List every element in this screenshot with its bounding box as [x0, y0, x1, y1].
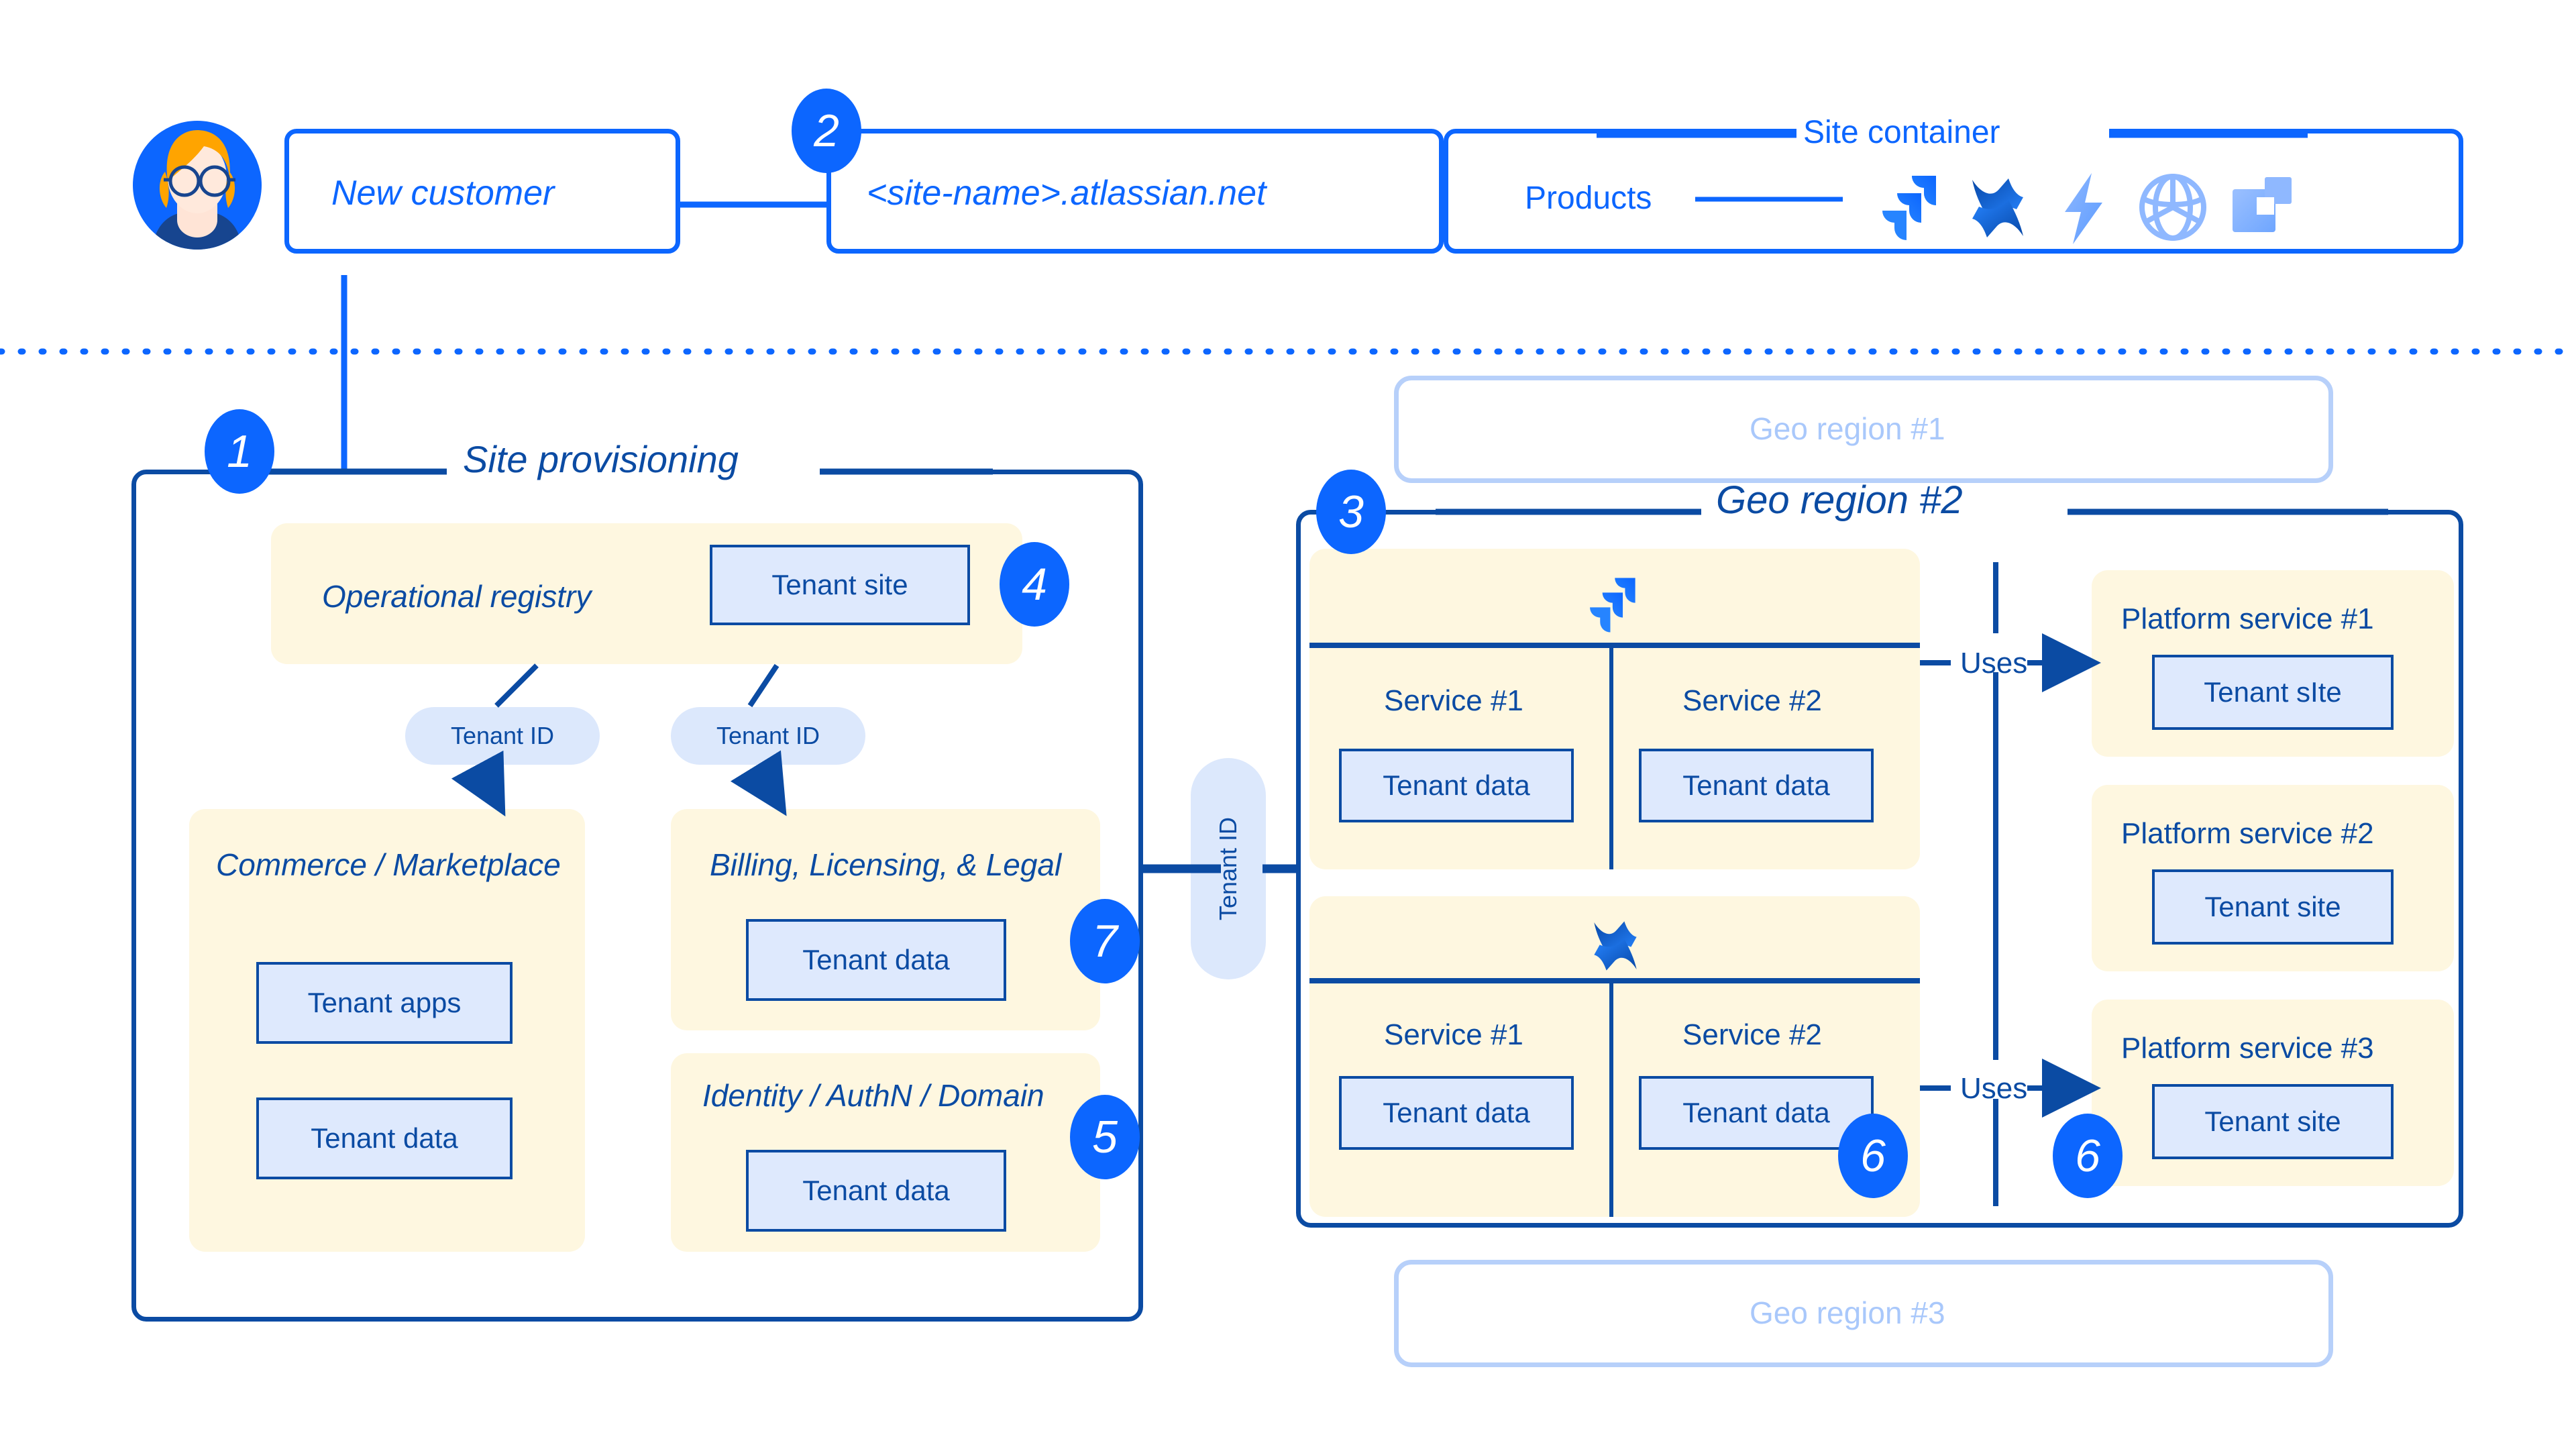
step-badge-3: 3: [1316, 470, 1386, 554]
platform-service-1-title: Platform service #1: [2121, 602, 2374, 635]
step-badge-1: 1: [205, 409, 274, 494]
geo-region-2-title: Geo region #2: [1716, 478, 1963, 522]
billing-licensing-legal-title: Billing, Licensing, & Legal: [710, 847, 1062, 882]
site-container-label: Site container: [1803, 115, 2000, 150]
compass-squares-icon: [2233, 177, 2292, 232]
jira-icon: [1590, 578, 1635, 633]
avatar: [133, 121, 262, 250]
commerce-tenant-data-chip[interactable]: Tenant data: [256, 1097, 513, 1179]
new-customer-label: New customer: [331, 174, 555, 213]
platform-service-2-chip[interactable]: Tenant site: [2152, 869, 2394, 945]
platform-service-2-title: Platform service #2: [2121, 817, 2374, 850]
operational-registry-tenant-site-chip[interactable]: Tenant site: [710, 545, 970, 625]
geo-region-2-title-rule: [1436, 496, 2388, 527]
new-customer-box[interactable]: [284, 129, 680, 254]
commerce-marketplace-title: Commerce / Marketplace: [216, 847, 561, 882]
products-connector: [1695, 197, 1843, 202]
billing-tenant-data-chip[interactable]: Tenant data: [746, 919, 1006, 1001]
uses-label-bottom: Uses: [1960, 1072, 2028, 1105]
geo-region-1-title: Geo region #1: [1750, 411, 1945, 446]
confluence-icon: [1972, 178, 2023, 237]
geo-confluence-service-1-label: Service #1: [1384, 1018, 1523, 1051]
uses-label-top: Uses: [1960, 647, 2028, 680]
site-provisioning-title-rule: [268, 456, 993, 487]
geo-confluence-service-2-chip[interactable]: Tenant data: [1639, 1076, 1874, 1150]
step-badge-7: 7: [1070, 899, 1140, 983]
site-container-title-rule: [1597, 119, 2308, 150]
step-badge-2: 2: [792, 89, 861, 173]
site-name-label: <site-name>.atlassian.net: [867, 174, 1267, 213]
step-badge-6-right: 6: [2053, 1114, 2123, 1198]
step-badge-6-left: 6: [1838, 1114, 1908, 1198]
platform-service-3-title: Platform service #3: [2121, 1032, 2374, 1065]
jira-service-management-icon: [2065, 173, 2102, 244]
products-label: Products: [1525, 180, 1652, 216]
geo-jira-service-2-chip[interactable]: Tenant data: [1639, 749, 1874, 822]
confluence-icon: [1594, 921, 1637, 971]
geo-region-1-panel: [1394, 376, 2333, 483]
geo-jira-service-1-label: Service #1: [1384, 684, 1523, 717]
commerce-tenant-apps-chip[interactable]: Tenant apps: [256, 962, 513, 1044]
jira-icon: [1882, 176, 1936, 240]
identity-authn-domain-title: Identity / AuthN / Domain: [702, 1078, 1044, 1113]
geo-jira-service-1-chip[interactable]: Tenant data: [1339, 749, 1574, 822]
tenant-id-bridge-label: Tenant ID: [1214, 816, 1242, 921]
site-provisioning-title: Site provisioning: [463, 438, 739, 480]
geo-region-3-panel: [1394, 1260, 2333, 1367]
geo-confluence-service-2-label: Service #2: [1682, 1018, 1822, 1051]
step-badge-4: 4: [1000, 542, 1069, 627]
operational-registry-title: Operational registry: [322, 579, 592, 614]
tenant-id-pill-right: Tenant ID: [671, 707, 865, 765]
tenant-id-pill-left: Tenant ID: [405, 707, 600, 765]
identity-tenant-data-chip[interactable]: Tenant data: [746, 1150, 1006, 1232]
atlas-globe-icon: [2139, 174, 2206, 241]
tenant-id-bridge-pill: Tenant ID: [1191, 758, 1266, 979]
geo-confluence-service-1-chip[interactable]: Tenant data: [1339, 1076, 1574, 1150]
platform-service-3-chip[interactable]: Tenant site: [2152, 1084, 2394, 1159]
geo-region-3-title: Geo region #3: [1750, 1295, 1945, 1330]
step-badge-5: 5: [1070, 1095, 1140, 1179]
platform-service-1-chip[interactable]: Tenant sIte: [2152, 655, 2394, 730]
geo-jira-service-2-label: Service #2: [1682, 684, 1822, 717]
site-name-box[interactable]: [826, 129, 1444, 254]
